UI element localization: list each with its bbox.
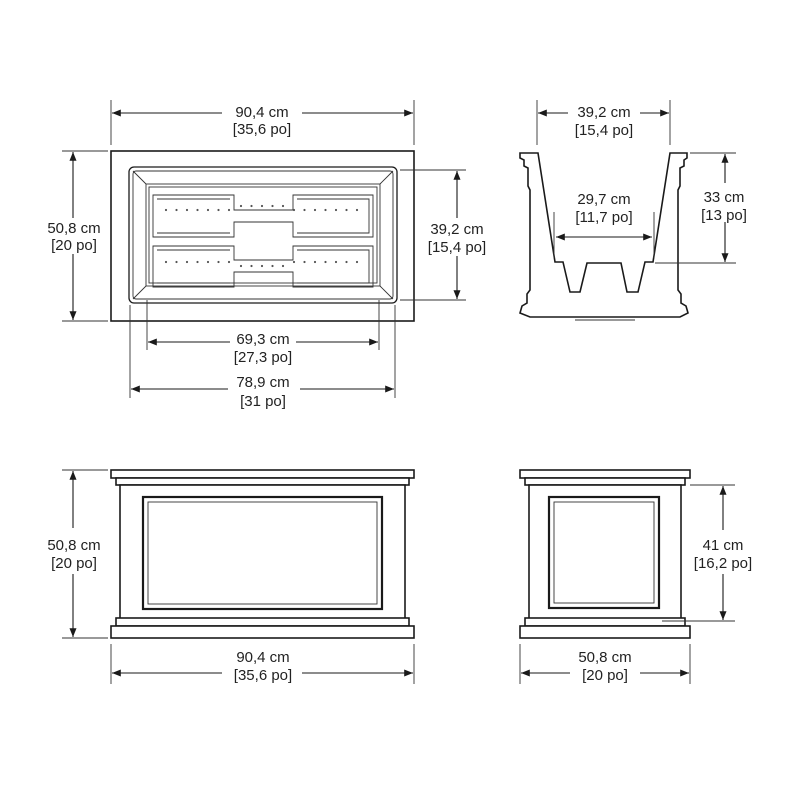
drainage-hole xyxy=(227,260,231,264)
dimension-side-width: 50,8 cm [20 po] xyxy=(519,644,691,684)
drainage-hole xyxy=(260,204,264,208)
drainage-hole xyxy=(239,264,243,268)
dimension-label: [13 po] xyxy=(701,207,747,224)
dimension-label: [15,4 po] xyxy=(575,122,633,139)
section-profile xyxy=(519,152,689,318)
drainage-hole xyxy=(175,260,178,264)
dimension-side-panel-height: 41 cm [16,2 po] xyxy=(662,484,752,622)
dimension-label: [31 po] xyxy=(240,393,286,410)
drainage-hole xyxy=(281,204,285,208)
drainage-hole xyxy=(334,260,338,264)
drainage-hole xyxy=(164,208,168,212)
dimension-label: 33 cm xyxy=(704,189,745,206)
dimension-label: [35,6 po] xyxy=(233,121,291,138)
dimension-front-width: 90,4 cm [35,6 po] xyxy=(110,644,415,684)
dimension-label: [16,2 po] xyxy=(694,555,752,572)
drainage-hole xyxy=(217,260,220,264)
section-view: 39,2 cm [15,4 po] 29,7 cm [11,7 po] 33 c… xyxy=(519,100,747,321)
drainage-hole xyxy=(175,208,178,212)
drainage-hole xyxy=(196,260,199,264)
front-planter xyxy=(110,469,415,639)
dimension-label: [27,3 po] xyxy=(234,349,292,366)
dimension-label: 50,8 cm xyxy=(47,220,100,237)
dimension-section-bottom-width: 29,7 cm [11,7 po] xyxy=(553,191,655,258)
dimension-top-height: 50,8 cm [20 po] xyxy=(47,150,108,322)
drainage-hole xyxy=(206,208,210,212)
drainage-hole xyxy=(355,208,359,212)
drainage-hole xyxy=(292,208,296,212)
dimension-label: [35,6 po] xyxy=(234,667,292,684)
drainage-hole xyxy=(303,260,306,264)
drainage-hole xyxy=(271,204,274,208)
dimension-label: 78,9 cm xyxy=(236,374,289,391)
front-view: 50,8 cm [20 po] 90,4 cm [35,6 po] xyxy=(47,469,415,684)
drainage-hole xyxy=(292,260,296,264)
drainage-hole xyxy=(303,208,306,212)
dimension-top-width: 90,4 cm [35,6 po] xyxy=(110,100,415,145)
drainage-hole xyxy=(271,264,274,268)
dimension-section-top-width: 39,2 cm [15,4 po] xyxy=(536,100,671,145)
dimension-label: [11,7 po] xyxy=(575,209,632,226)
drainage-hole xyxy=(313,260,317,264)
dimension-label: 29,7 cm xyxy=(577,191,630,208)
drainage-hole xyxy=(324,208,327,212)
dimension-inner-depth: 39,2 cm [15,4 po] xyxy=(400,169,486,301)
drainage-hole xyxy=(185,260,189,264)
side-view: 41 cm [16,2 po] 50,8 cm [20 po] xyxy=(519,469,752,684)
drainage-hole xyxy=(196,208,199,212)
drainage-hole xyxy=(206,260,210,264)
dimension-inner-width: 69,3 cm [27,3 po] xyxy=(146,300,380,366)
dimension-label: 41 cm xyxy=(703,537,744,554)
side-planter xyxy=(519,469,691,639)
drainage-hole xyxy=(227,208,231,212)
drainage-hole xyxy=(185,208,189,212)
drainage-hole xyxy=(324,260,327,264)
dimension-front-height: 50,8 cm [20 po] xyxy=(47,469,108,639)
drainage-hole xyxy=(345,208,348,212)
drainage-hole xyxy=(239,204,243,208)
top-view: 90,4 cm [35,6 po] 50,8 cm [20 po] 39,2 c… xyxy=(47,100,486,410)
dimension-label: [15,4 po] xyxy=(428,239,486,256)
drainage-hole xyxy=(164,260,168,264)
dimension-label: 39,2 cm xyxy=(577,104,630,121)
drainage-hole xyxy=(260,264,264,268)
dimension-tray-width: 78,9 cm [31 po] xyxy=(129,305,396,410)
dimension-label: [20 po] xyxy=(51,555,97,572)
drainage-hole xyxy=(313,208,317,212)
dimension-label: [20 po] xyxy=(51,237,97,254)
drainage-hole xyxy=(250,204,253,208)
dimension-section-depth: 33 cm [13 po] xyxy=(655,152,747,264)
dimension-label: 39,2 cm xyxy=(430,221,483,238)
drainage-hole xyxy=(334,208,338,212)
drainage-hole xyxy=(250,264,253,268)
dimension-label: 90,4 cm xyxy=(236,649,289,666)
dimension-label: 69,3 cm xyxy=(236,331,289,348)
top-view-outline xyxy=(110,150,415,322)
drainage-hole xyxy=(217,208,220,212)
dimension-label: [20 po] xyxy=(582,667,628,684)
dimension-label: 50,8 cm xyxy=(47,537,100,554)
insert-tray xyxy=(128,166,398,304)
drainage-hole xyxy=(345,260,348,264)
dimension-label: 90,4 cm xyxy=(235,104,288,121)
drainage-hole xyxy=(281,264,285,268)
dimension-label: 50,8 cm xyxy=(578,649,631,666)
drainage-hole xyxy=(355,260,359,264)
